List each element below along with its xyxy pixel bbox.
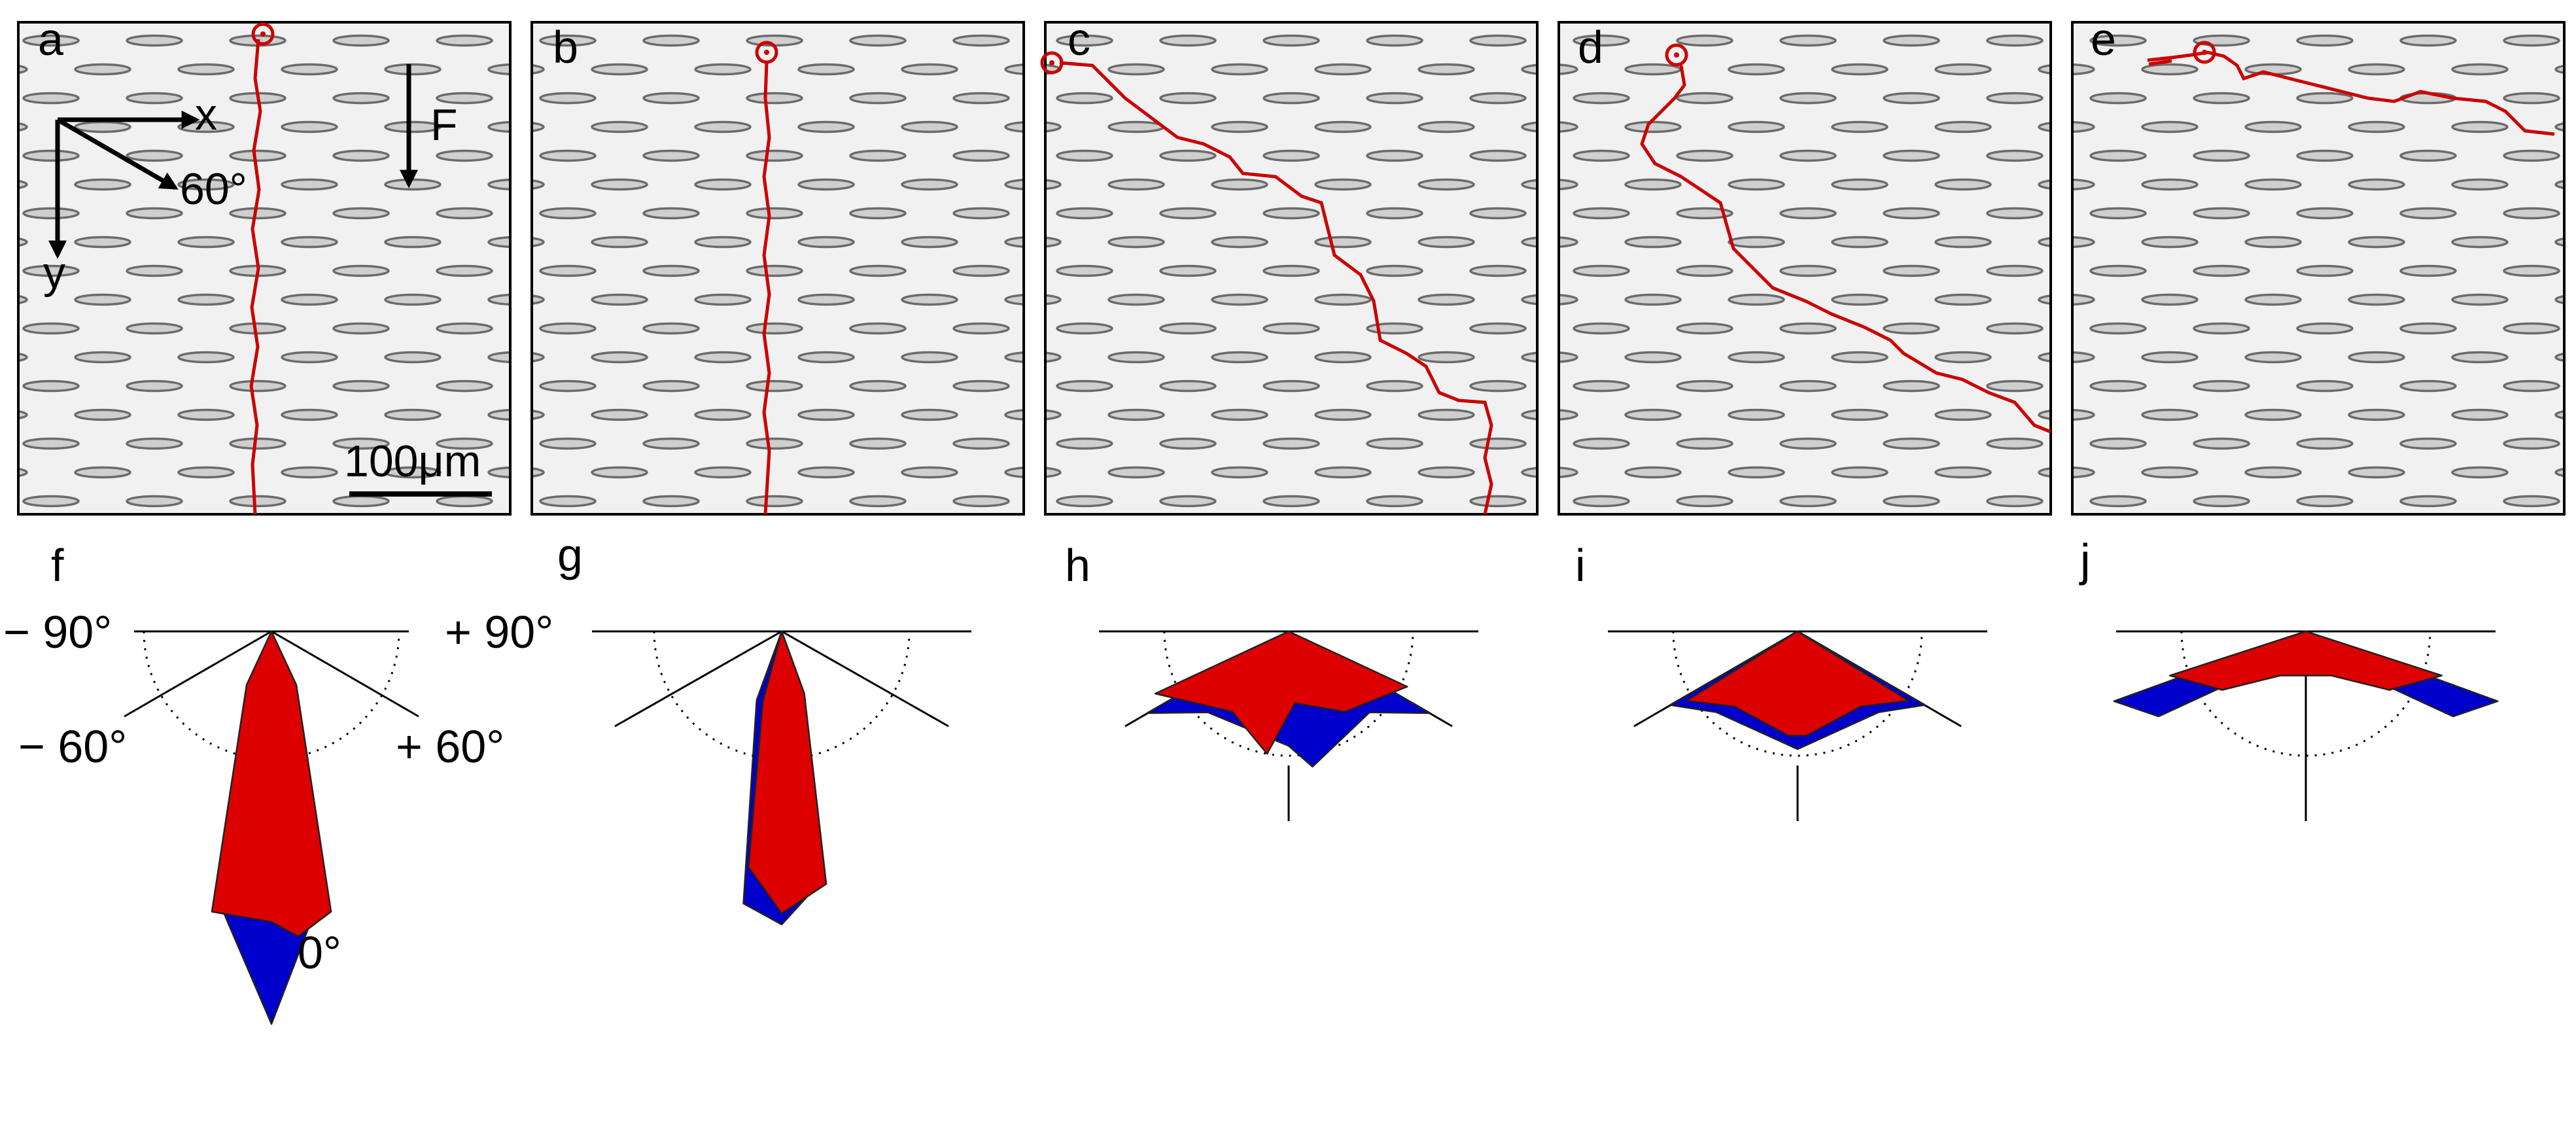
panel-d: d [1558, 21, 2052, 516]
rose-panel-j: j [2079, 535, 2499, 821]
crack-origin-a [251, 22, 275, 46]
crack-origin-c [1040, 51, 1064, 75]
rose-lobes-g [742, 630, 827, 926]
y-axis-label: y [43, 248, 65, 298]
crack-path-c [1059, 61, 1493, 515]
rose-lobes-j [2113, 630, 2499, 718]
rose-panel-f: f − 90° + 90° − 60° + 60° 0° [3, 540, 553, 1025]
force-label: F [430, 100, 458, 150]
micrograph-row: a x y 60° F 100μm b c [17, 14, 2566, 516]
angle-label-plus60: + 60° [396, 721, 504, 772]
panel-letter-b: b [553, 22, 578, 73]
rose-lobe-g-red [748, 630, 827, 915]
panel-a: a x y 60° F 100μm [17, 14, 512, 516]
rose-lobe-h-red [1154, 630, 1408, 755]
angle-label-minus90: − 90° [3, 607, 112, 658]
rose-panel-g: g [557, 529, 971, 926]
panel-letter-i: i [1575, 540, 1586, 591]
rose-lobe-f-red [211, 630, 332, 938]
rose-panel-h: h [1065, 540, 1478, 821]
crack-origin-d [1665, 43, 1688, 67]
crack-origin-e [2193, 41, 2216, 64]
panel-b: b [531, 21, 1025, 516]
panel-c: c [1040, 14, 1539, 516]
rose-lobe-j-red [2169, 630, 2443, 691]
rose-lobes-i [1669, 630, 1926, 750]
panel-letter-d: d [1578, 22, 1603, 73]
panel-letter-h: h [1065, 540, 1090, 591]
panel-letter-e: e [2091, 14, 2116, 65]
angle-label-zero: 0° [298, 927, 341, 978]
panel-letter-c: c [1068, 14, 1090, 65]
crack-path-d [1640, 65, 2051, 434]
panel-letter-g: g [557, 529, 583, 580]
scalebar-label: 100μm [344, 436, 481, 486]
crack-path-e [2147, 50, 2555, 136]
panel-letter-j: j [2079, 535, 2091, 586]
crack-path-b [762, 62, 771, 515]
crack-path-a [249, 39, 262, 515]
rose-row: f − 90° + 90° − 60° + 60° 0° g [3, 529, 2499, 1025]
panel-e: e [2071, 14, 2566, 516]
angle-label-plus90: + 90° [445, 607, 553, 658]
rose-lobes-h [1146, 630, 1431, 768]
angle-label: 60° [180, 164, 247, 214]
panel-letter-a: a [38, 14, 63, 65]
panel-letter-f: f [51, 540, 64, 591]
angle-label-minus60: − 60° [18, 721, 127, 772]
x-axis-label: x [195, 90, 217, 139]
axes-indicator [48, 111, 200, 259]
rose-lobe-i-red [1686, 630, 1909, 737]
rose-lobes-f [211, 630, 332, 1025]
crack-origin-b [755, 41, 778, 64]
rose-panel-i: i [1575, 540, 1987, 821]
